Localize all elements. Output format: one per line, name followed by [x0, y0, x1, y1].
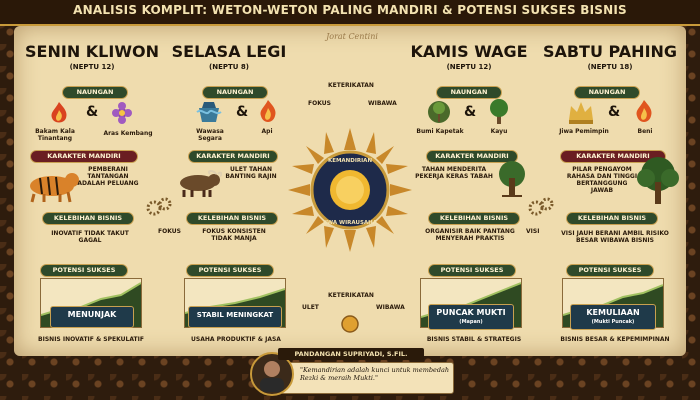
potensi-sub-text: (Mukti Puncak) [591, 319, 635, 325]
tiger-icon [30, 173, 79, 203]
connector-ulet: ULET [300, 304, 321, 311]
karakter-text-selasa: ULET TAHAN BANTING RAJIN [225, 166, 277, 180]
gears-icon [146, 197, 172, 216]
kelebihan-text-senin: INOVATIF TIDAK TAKUT GAGAL [51, 230, 129, 244]
naungan-item-kamis-1: Bumi Kapetak [416, 128, 464, 135]
potensi-value-kamis: PUNCAK MUKTI (Mapan) [428, 304, 514, 330]
kelebihan-text-kamis: ORGANISIR BAIK PANTANG MENYERAH PRAKTIS [425, 228, 515, 242]
connector-keterikatan-top: KETERIKATAN [326, 82, 376, 89]
naungan-label-senin: NAUNGAN [62, 86, 128, 99]
crown-icon [569, 102, 593, 124]
potensi-value-selasa: STABIL MENINGKAT [188, 306, 282, 328]
author-name: PANDANGAN SUPRIYADI, S.FIL. [278, 348, 424, 360]
author-quote: "Kemandirian adalah kunci untuk membedah… [300, 366, 450, 382]
weton-name-sabtu-paging: SABTU PAHING [542, 42, 678, 61]
naungan-label-selasa: NAUNGAN [202, 86, 268, 99]
neptu-sabtu-paging: (NEPTU 18) [587, 63, 633, 71]
karakter-text-senin: PEMBERANI TANTANGAN ADALAH PELUANG [77, 166, 139, 187]
kelebihan-label-senin: KELEBIHAN BISNIS [42, 212, 134, 225]
ampersand-selasa: & [236, 104, 249, 120]
naungan-item-senin-2: Aras Kembang [103, 130, 153, 137]
weton-name-selasa-legi: SELASA LEGI [171, 42, 287, 61]
connector-keterikatan-bottom: KETERIKATAN [326, 292, 376, 299]
kelebihan-text-selasa: FOKUS KONSISTEN TIDAK MANJA [202, 228, 266, 242]
potensi-value-text: MENUNJAK [67, 310, 117, 319]
fire-icon [636, 100, 652, 122]
center-text-2: JIWA WIRAUSAHA [322, 220, 378, 226]
naungan-item-selasa-2: Api [261, 128, 273, 135]
tree-icon [490, 99, 508, 124]
potensi-sub-text: (Mapan) [459, 319, 483, 325]
potensi-value-senin: MENUNJAK [50, 306, 134, 328]
naungan-item-kamis-2: Kayu [490, 128, 508, 135]
ampersand-sabtu: & [608, 104, 621, 120]
banyan-tree-icon [499, 161, 525, 197]
kelebihan-label-kamis: KELEBIHAN BISNIS [428, 212, 520, 225]
connector-fokus-left: FOKUS [156, 228, 183, 235]
earth-tree-icon [428, 101, 450, 123]
naungan-item-senin-1: Bakam Kala Tinantang [35, 128, 75, 142]
center-text-1: KEMANDIRIAN [327, 158, 373, 164]
fire-icon [51, 102, 67, 123]
potensi-value-text: STABIL MENINGKAT [196, 311, 274, 319]
karakter-text-kamis: TAHAN MENDERITA PEKERJA KERAS TABAH [415, 166, 493, 180]
footer-senin: BISNIS INOVATIF & SPEKULATIF [38, 336, 144, 343]
karakter-label-kamis: KARAKTER MANDIRI [426, 150, 518, 163]
weton-name-kamis-wage: KAMIS WAGE [410, 42, 528, 61]
connector-visi-right: VISI [524, 228, 542, 235]
avatar [260, 361, 284, 392]
neptu-selasa-legi: (NEPTU 8) [209, 63, 249, 71]
potensi-label-kamis: POTENSI SUKSES [428, 264, 516, 277]
weton-name-senin-kliwon: SENIN KLIWON [25, 42, 159, 61]
karakter-label-sabtu: KARAKTER MANDIRI [560, 150, 666, 163]
title-bar: ANALISIS KOMPLIT: WETON-WETON PALING MAN… [0, 0, 700, 26]
potensi-value-text: PUNCAK MUKTI [436, 308, 506, 317]
potensi-label-selasa: POTENSI SUKSES [186, 264, 274, 277]
footer-selasa: USAHA PRODUKTIF & JASA [191, 336, 281, 343]
footer-kamis: BISNIS STABIL & STRATEGIS [426, 336, 522, 343]
ampersand-senin: & [86, 104, 99, 120]
sun-emblem [288, 128, 412, 252]
potensi-label-senin: POTENSI SUKSES [40, 264, 128, 277]
potensi-value-text: KEMULIAAN [586, 308, 640, 317]
lamp-icon [341, 315, 359, 333]
naungan-item-sabtu-1: Jiwa Pemimpin [559, 128, 609, 135]
naungan-item-sabtu-2: Beni [637, 128, 653, 135]
neptu-kamis-wage: (NEPTU 12) [446, 63, 492, 71]
potensi-value-sabtu: KEMULIAAN (Mukti Puncak) [570, 304, 656, 330]
karakter-label-senin: KARAKTER MANDIRI [30, 150, 138, 163]
karakter-label-selasa: KARAKTER MANDIRI [188, 150, 278, 163]
brand-text: Jorat Centini [326, 32, 378, 41]
flower-moon-icon [112, 102, 138, 124]
gears-icon [528, 197, 554, 216]
footer-sabtu: BISNIS BESAR & KEPEMIMPINAN [560, 336, 670, 343]
fire-icon [260, 100, 276, 122]
ampersand-kamis: & [464, 104, 477, 120]
page-title: ANALISIS KOMPLIT: WETON-WETON PALING MAN… [73, 3, 627, 17]
naungan-label-kamis: NAUNGAN [436, 86, 502, 99]
connector-wibawa-top: WIBAWA [366, 100, 399, 107]
kelebihan-label-sabtu: KELEBIHAN BISNIS [566, 212, 658, 225]
kelebihan-label-selasa: KELEBIHAN BISNIS [186, 212, 278, 225]
kelebihan-text-sabtu: VISI JAUH BERANI AMBIL RISIKO BESAR WIBA… [561, 230, 669, 244]
neptu-senin-kliwon: (NEPTU 12) [69, 63, 115, 71]
big-tree-icon [637, 157, 679, 204]
connector-wibawa-bottom: WIBAWA [374, 304, 407, 311]
naungan-label-sabtu: NAUNGAN [574, 86, 640, 99]
karakter-text-sabtu: PILAR PENGAYOM RAHASA DAN TINGGI BERTANG… [566, 166, 638, 194]
connector-fokus-top: FOKUS [306, 100, 333, 107]
water-vessel-icon [196, 102, 222, 122]
buffalo-icon [180, 170, 222, 197]
naungan-item-selasa-1: Wawasa Segara [196, 128, 224, 142]
potensi-label-sabtu: POTENSI SUKSES [566, 264, 654, 277]
